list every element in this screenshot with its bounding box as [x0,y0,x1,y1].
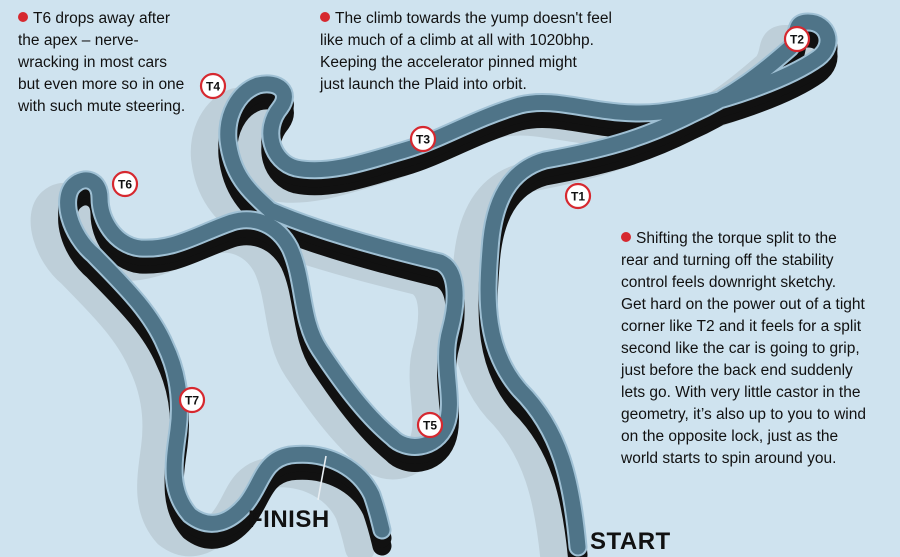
marker-t3-label: T3 [416,133,430,147]
note-torque-line-8: lets go. With very little castor in the [621,384,861,401]
finish-line [317,455,327,501]
note-torque-line-3: control feels downright sketchy. [621,274,837,291]
marker-t1: T1 [564,182,592,210]
note-torque-line-5: corner like T2 and it feels for a split [621,318,862,335]
marker-t1-label: T1 [571,190,585,204]
note-torque-line-9: geometry, it’s also up to you to wind [621,406,866,423]
marker-t2-label: T2 [790,33,804,47]
note-t6-line-4: but even more so in one [18,76,185,93]
note-torque-line-4: Get hard on the power out of a tight [621,296,865,313]
marker-t7-label: T7 [185,394,199,408]
marker-t5: T5 [416,411,444,439]
marker-t7: T7 [178,386,206,414]
note-t6-line-5: with such mute steering. [18,98,186,115]
marker-t4: T4 [199,72,227,100]
track-surface [60,14,836,555]
marker-t3: T3 [409,125,437,153]
start-label: START [590,528,671,555]
note-torque-line-2: rear and turning off the stability [621,252,834,269]
marker-t4-label: T4 [206,80,220,94]
note-torque-line-11: world starts to spin around you. [621,450,837,467]
marker-t6: T6 [111,170,139,198]
note-t6-line-2: the apex – nerve- [18,32,139,49]
marker-t5-label: T5 [423,419,437,433]
note-torque-line-1: Shifting the torque split to the [636,230,837,247]
note-t6-line-1: T6 drops away after [33,10,170,27]
note-climb-line-4: just launch the Plaid into orbit. [320,76,527,93]
note-t6-line-3: wracking in most cars [18,54,168,71]
note-climb: The climb towards the yump doesn't feel … [320,8,650,96]
bullet-icon [18,12,28,22]
note-t6: T6 drops away after the apex – nerve- wr… [18,8,208,118]
bullet-icon [320,12,330,22]
note-climb-line-2: like much of a climb at all with 1020bhp… [320,32,594,49]
bullet-icon [621,232,631,242]
note-climb-line-3: Keeping the accelerator pinned might [320,54,577,71]
finish-label: FINISH [248,506,330,533]
note-torque-line-6: second like the car is going to grip, [621,340,860,357]
marker-t6-label: T6 [118,178,132,192]
note-torque-line-7: just before the back end suddenly [621,362,853,379]
note-torque: Shifting the torque split to the rear an… [621,228,891,470]
marker-t2: T2 [783,25,811,53]
note-climb-line-1: The climb towards the yump doesn't feel [335,10,612,27]
note-torque-line-10: on the opposite lock, just as the [621,428,839,445]
